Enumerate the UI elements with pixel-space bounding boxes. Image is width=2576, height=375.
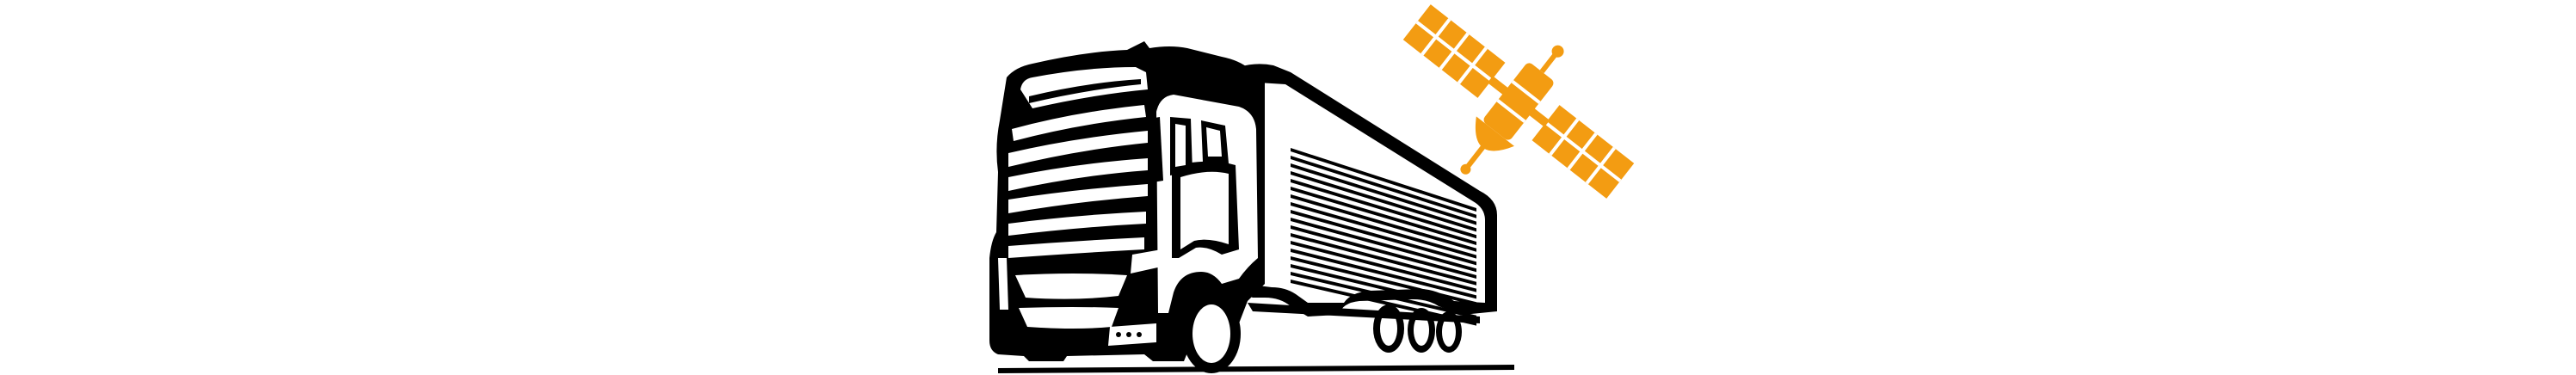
side-mirror xyxy=(1149,117,1163,182)
front-grille xyxy=(1008,105,1148,258)
trailer-rib xyxy=(1291,202,1476,259)
windshield-inner xyxy=(1029,79,1141,103)
headlight-right xyxy=(1131,249,1162,274)
front-wheel xyxy=(1182,294,1241,373)
trailer-rib xyxy=(1291,171,1476,232)
trailer-rib xyxy=(1291,249,1476,299)
headlight-left xyxy=(998,258,1008,310)
bumper xyxy=(1015,274,1127,299)
trailer-rib xyxy=(1291,210,1476,266)
trailer-rib xyxy=(1291,272,1476,319)
trailer-rib xyxy=(1291,225,1476,279)
satellite-body xyxy=(1483,63,1554,140)
trailer-rib xyxy=(1291,194,1476,252)
trailer-box-underbody xyxy=(1265,315,1325,346)
ground-line xyxy=(998,365,1514,373)
fuel-tank xyxy=(1108,323,1156,346)
trailer-rib xyxy=(1291,163,1476,225)
solar-panel-right xyxy=(1531,105,1635,199)
trailer-rib xyxy=(1291,148,1476,212)
trailer-rib xyxy=(1291,187,1476,245)
trailer-chassis xyxy=(1248,303,1480,323)
bumper-lower xyxy=(1019,307,1119,329)
trailer-rib xyxy=(1291,179,1476,239)
trailer-rib xyxy=(1291,264,1476,312)
trailer-rib xyxy=(1291,241,1476,292)
trailer-rib xyxy=(1291,218,1476,273)
satellite-icon xyxy=(1402,4,1635,199)
trailer-rib xyxy=(1291,233,1476,286)
truck-icon xyxy=(989,41,1514,373)
trailer-rib xyxy=(1291,256,1476,306)
trailer-rib xyxy=(1291,156,1476,218)
solar-panel-left xyxy=(1402,4,1506,98)
